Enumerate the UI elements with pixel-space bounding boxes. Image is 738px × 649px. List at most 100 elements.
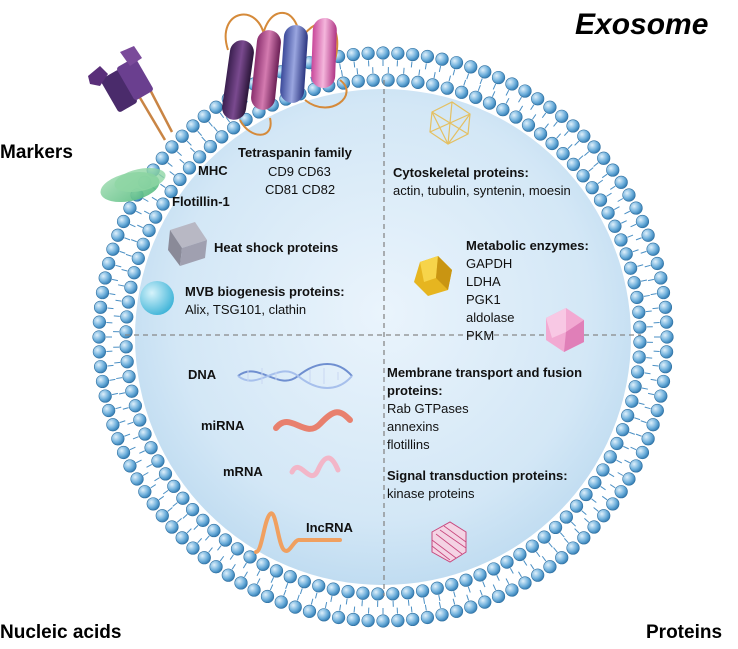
lipid-head-outer — [491, 70, 506, 85]
lipid-head-inner — [207, 523, 221, 538]
lipid-head-inner — [469, 90, 483, 104]
lipid-head-inner — [125, 384, 139, 398]
label-mvb-items: Alix, TSG101, clathin — [185, 302, 306, 317]
lipid-head-inner — [283, 570, 297, 584]
label-metabolic-item: GAPDH — [466, 256, 512, 271]
lipid-head-outer — [391, 614, 405, 628]
label-flotillin: Flotillin-1 — [172, 194, 230, 209]
lipid-head-inner — [133, 413, 147, 427]
lipid-head-outer — [597, 151, 611, 165]
lipid-head-outer — [111, 432, 125, 446]
lipid-head-inner — [366, 73, 380, 87]
lipid-head-inner — [341, 585, 355, 599]
lipid-head-outer — [656, 374, 671, 389]
lipid-head-inner — [131, 251, 145, 265]
lipid-head-inner — [326, 582, 340, 596]
label-transport-title-1: Membrane transport and fusion — [387, 365, 582, 380]
lipid-head-inner — [633, 335, 647, 349]
lipid-head-outer — [606, 163, 620, 177]
lipid-head-inner — [628, 380, 642, 394]
label-tetraspanin-line1: CD9 CD63 — [268, 164, 331, 179]
lipid-head-inner — [167, 479, 181, 493]
lipid-head-inner — [119, 325, 133, 339]
lipid-head-outer — [95, 285, 110, 300]
lipid-head-inner — [593, 193, 608, 207]
lipid-head-outer — [646, 418, 660, 432]
lipid-head-outer — [641, 432, 655, 446]
label-heat-shock: Heat shock proteins — [214, 240, 338, 255]
lipid-head-outer — [391, 46, 405, 60]
lipid-head-inner — [415, 584, 430, 598]
lipid-head-inner — [487, 562, 501, 576]
cytoskeleton-wireframe-icon — [429, 101, 471, 145]
lipid-head-outer — [102, 403, 116, 418]
lipid-head-outer — [654, 389, 668, 403]
metabolic-enzyme-yellow-icon — [414, 256, 452, 296]
lipid-head-inner — [624, 261, 638, 275]
label-metabolic-title: Metabolic enzymes: — [466, 238, 589, 253]
lipid-head-inner — [548, 520, 563, 535]
tetraspanin-icon — [222, 12, 348, 136]
lipid-head-outer — [518, 84, 532, 98]
label-metabolic-item: PGK1 — [466, 292, 501, 307]
lipid-head-inner — [136, 237, 150, 251]
lipid-head-inner — [144, 441, 158, 455]
lipid-head-inner — [525, 539, 539, 553]
lipid-head-inner — [621, 409, 635, 423]
lipid-head-outer — [361, 46, 375, 60]
lipid-head-inner — [533, 127, 548, 141]
metabolic-enzyme-pink-icon — [546, 308, 584, 352]
lipid-head-inner — [619, 247, 633, 261]
lipid-head-inner — [616, 423, 630, 437]
lipid-head-outer — [660, 315, 674, 329]
lipid-head-inner — [513, 547, 527, 562]
lipid-head-inner — [269, 564, 284, 578]
lipid-head-outer — [93, 300, 108, 314]
label-signal-items: kinase proteins — [387, 486, 475, 501]
lipid-head-outer — [660, 345, 674, 359]
lipid-head-inner — [569, 499, 584, 513]
lipid-head-outer — [93, 360, 108, 374]
lipid-head-outer — [420, 49, 435, 64]
lipid-head-outer — [406, 612, 420, 627]
lipid-head-inner — [440, 81, 454, 95]
lipid-head-inner — [430, 581, 444, 595]
lipid-head-inner — [459, 573, 473, 587]
lipid-head-outer — [587, 520, 601, 534]
lipid-head-outer — [622, 188, 636, 202]
label-mirna: miRNA — [201, 418, 245, 433]
lipid-head-outer — [98, 271, 112, 285]
lipid-head-inner — [297, 575, 311, 589]
lipid-head-inner — [173, 172, 187, 187]
lipid-head-outer — [92, 315, 106, 329]
lipid-head-inner — [121, 295, 135, 309]
lipid-head-inner — [608, 219, 622, 233]
lipid-head-outer — [376, 46, 390, 60]
label-transport-title-2: proteins: — [387, 383, 443, 398]
label-tetraspanin-line2: CD81 CD82 — [265, 182, 335, 197]
label-transport-item: annexins — [387, 419, 440, 434]
lipid-head-inner — [164, 184, 178, 199]
lipid-head-outer — [478, 65, 492, 79]
lipid-head-inner — [631, 365, 645, 379]
lipid-head-inner — [630, 290, 644, 305]
lipid-head-inner — [371, 587, 385, 601]
lipid-head-inner — [182, 161, 197, 175]
lipid-head-outer — [260, 589, 275, 604]
lipid-head-outer — [654, 271, 668, 285]
lipid-head-inner — [496, 103, 510, 117]
lipid-head-inner — [243, 550, 257, 564]
lipid-head-outer — [543, 560, 557, 574]
heat-shock-cube-icon — [168, 222, 207, 266]
lipid-head-outer — [175, 531, 189, 545]
label-signal-title: Signal transduction proteins: — [387, 468, 568, 483]
lipid-head-inner — [381, 73, 395, 87]
lipid-head-outer — [234, 576, 248, 590]
lipid-head-outer — [302, 604, 317, 618]
lipid-head-outer — [346, 47, 360, 62]
lipid-head-inner — [215, 130, 229, 144]
mrna-strand-icon — [289, 455, 341, 479]
lipid-head-inner — [445, 578, 459, 592]
lipid-head-outer — [209, 100, 223, 114]
